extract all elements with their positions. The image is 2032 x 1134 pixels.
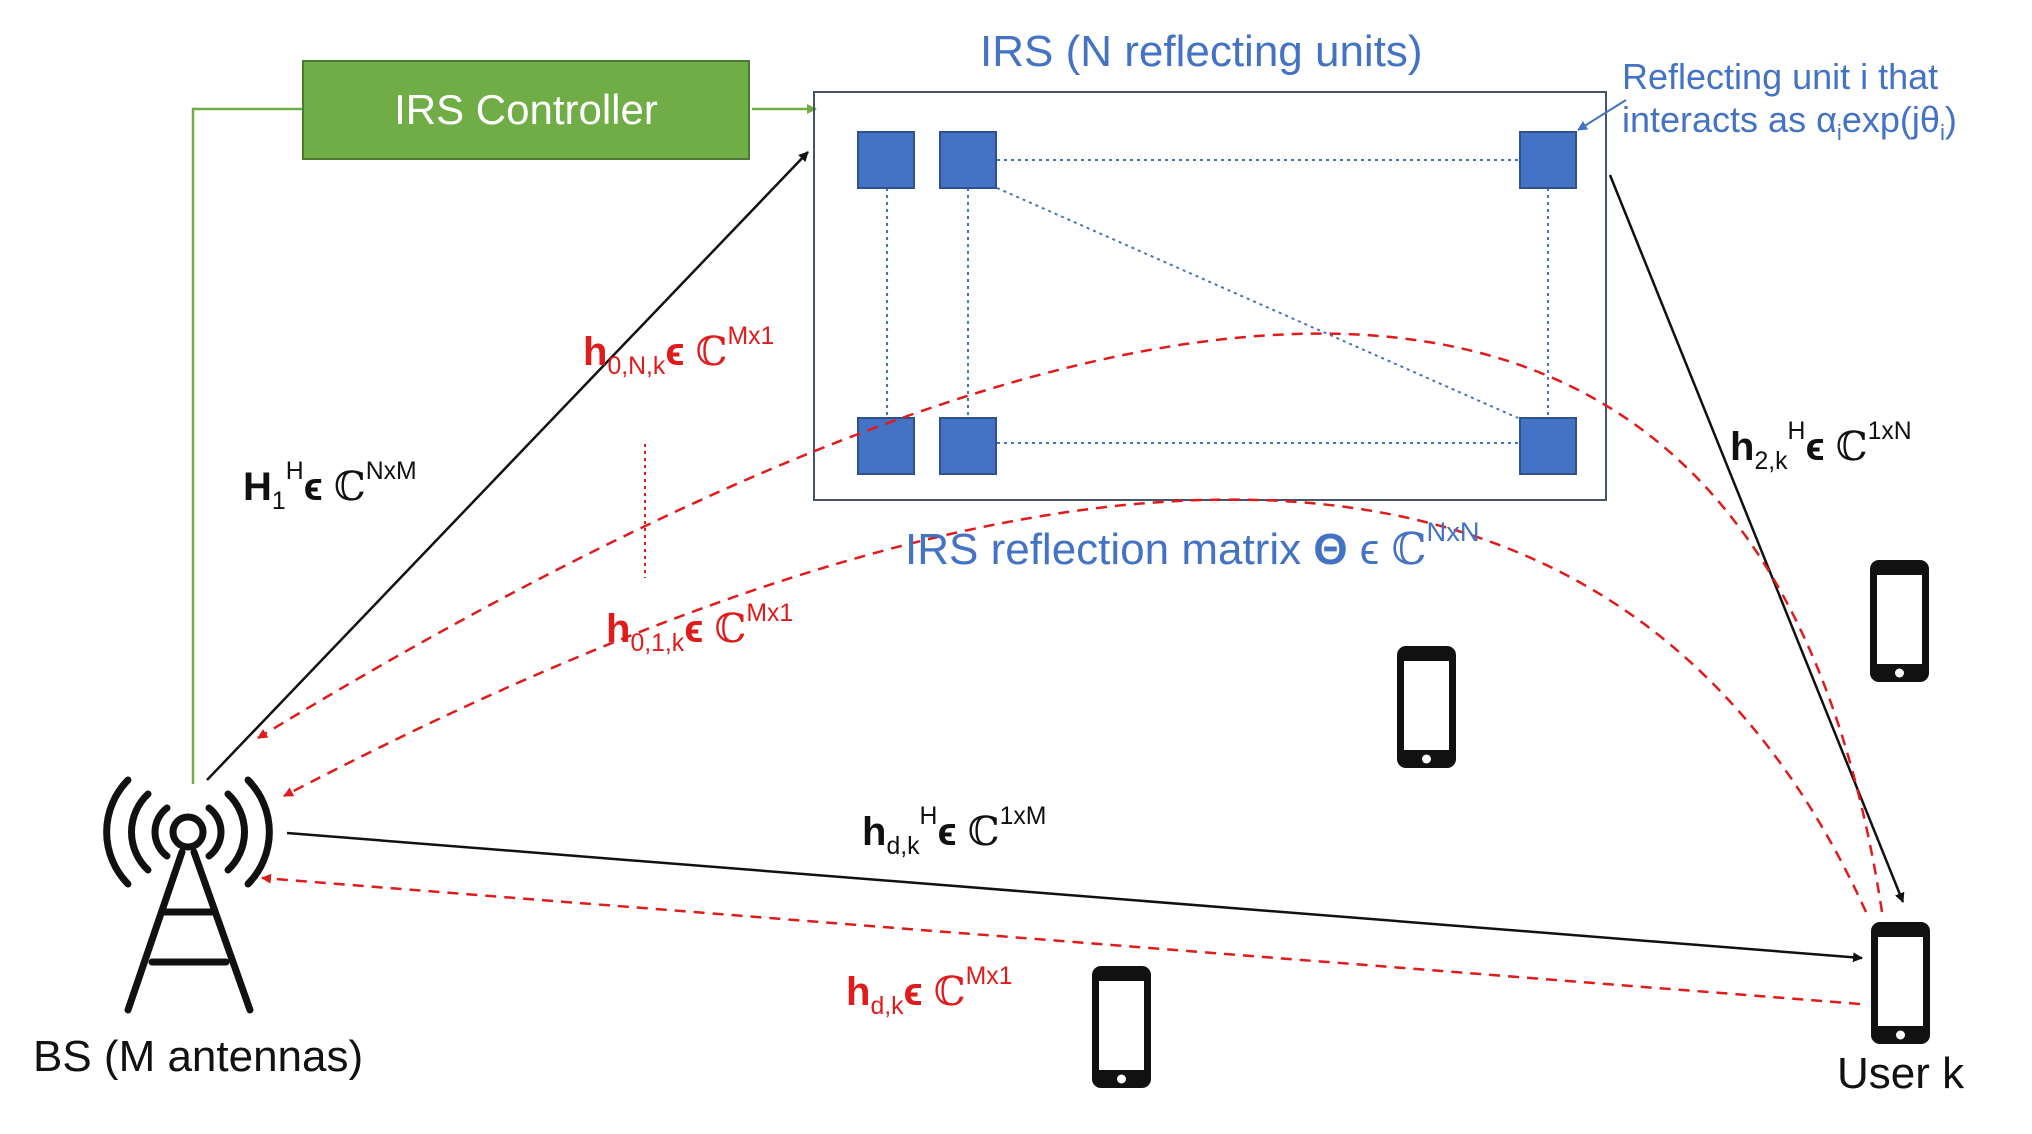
smartphone-icon [1870,560,1929,682]
unit-note-line2: interacts as αiexp(jθi) [1622,99,1957,145]
irs-element-links [886,159,1549,444]
direct-uplink-path [261,873,1861,1006]
base-station-icon [103,776,273,1014]
h2k-channel-label: h2,kHϵ ℂ1xN [1730,418,1912,475]
h0Nk-channel-label: h0,N,kϵ ℂMx1 [583,323,775,380]
cascaded-path-N [257,332,1884,913]
hdk-uplink-channel-label: hd,kϵ ℂMx1 [846,963,1013,1020]
irs-element [939,131,997,189]
smartphone-icon [1871,922,1930,1044]
bs-to-irs-link [206,151,809,781]
irs-controller-box: IRS Controller [302,60,750,160]
irs-element [857,417,915,475]
irs-title: IRS (N reflecting units) [980,27,1423,76]
smartphone-icon [1092,966,1151,1088]
h1-channel-label: H1Hϵ ℂNxM [243,458,417,515]
irs-element [1519,131,1577,189]
irs-elements [857,131,1577,475]
irs-element [1519,417,1577,475]
user-label: User k [1837,1049,1965,1098]
irs-element [857,131,915,189]
smartphone-icon [1397,646,1456,768]
irs-panel [813,91,1607,501]
bs-label: BS (M antennas) [33,1032,364,1081]
unit-note-line1: Reflecting unit i that [1622,56,1939,97]
hdk-direct-channel-label: hd,kHϵ ℂ1xM [862,803,1047,860]
unit-note: Reflecting unit i that interacts as αiex… [1622,55,1957,147]
irs-controller-label: IRS Controller [394,86,658,133]
controller-feed-line [191,107,302,784]
h01k-channel-label: h0,1,kϵ ℂMx1 [606,600,794,657]
irs-matrix-label: IRS reflection matrix Θ ϵ ℂNxN [905,516,1480,576]
unit-note-pointer [1577,99,1627,131]
irs-element [939,417,997,475]
cascaded-path-1 [283,498,1868,913]
bs-to-user-direct-link [286,831,1863,963]
